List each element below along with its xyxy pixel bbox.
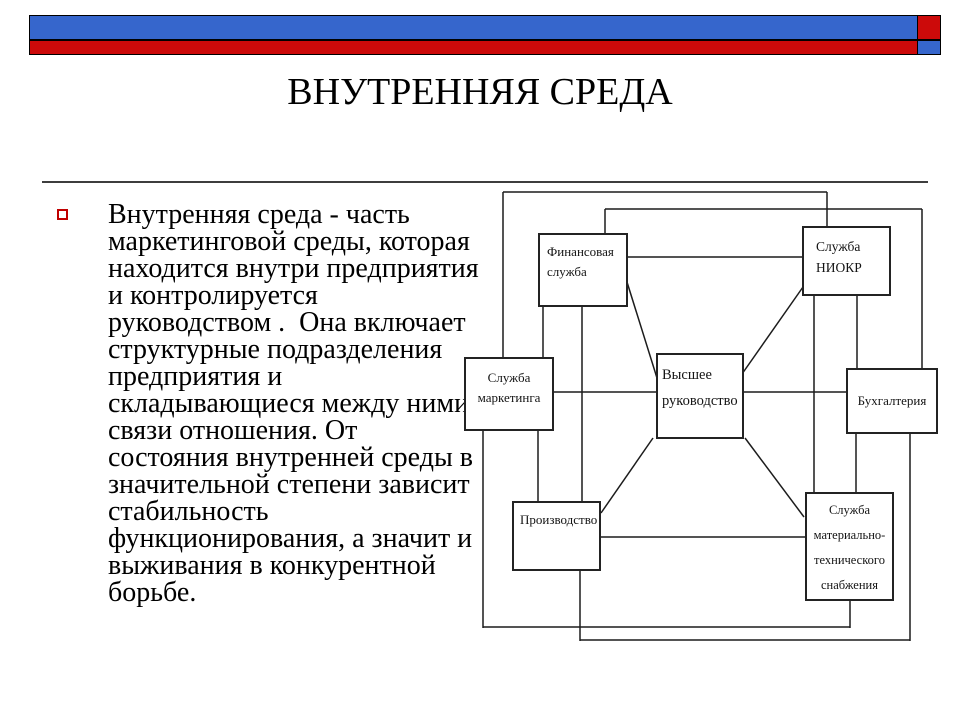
header-bar-red-cap	[917, 15, 941, 40]
diagram-box-logistics: Служба материально- технического снабжен…	[805, 492, 894, 601]
diagram-box-top-management: Высшее руководство	[656, 353, 744, 439]
bullet-text-line: состояния внутренней среды в	[108, 442, 473, 473]
bullet-text-line: связи отношения. От	[108, 415, 358, 446]
bullet-text-line: предприятия и	[108, 361, 283, 392]
bullet-text-line: Внутренняя среда - часть	[108, 199, 410, 230]
connector-line	[600, 437, 654, 514]
header-bar-blue-cap	[917, 40, 941, 55]
bullet-text-line: находится внутри предприятия	[108, 253, 479, 284]
connector-line	[741, 286, 804, 375]
bullet-text-line: и контролируется	[108, 280, 318, 311]
bullet-text-line: руководством . Она включает	[108, 307, 466, 338]
diagram-box-rnd: Служба НИОКР	[802, 226, 891, 296]
diagram-box-production: Производство	[512, 501, 601, 571]
bullet-icon	[57, 209, 68, 220]
bullet-text-line: выживания в конкурентной	[108, 550, 436, 581]
header-bar-blue	[29, 15, 918, 40]
bullet-text-line: борьбе.	[108, 577, 197, 608]
bullet-text-line: значительной степени зависит	[108, 469, 470, 500]
bullet-text-line: функционирования, а значит и	[108, 523, 473, 554]
bullet-text-line: маркетинговой среды, которая	[108, 226, 470, 257]
diagram-box-marketing: Служба маркетинга	[464, 357, 554, 431]
connector-line	[626, 281, 658, 379]
bullet-text-line: стабильность	[108, 496, 269, 527]
diagram-box-accounting: Бухгалтерия	[846, 368, 938, 434]
bullet-text-line: структурные подразделения	[108, 334, 443, 365]
connector-line	[744, 437, 805, 518]
bullet-paragraph: Внутренняя среда - часть маркетинговой с…	[108, 199, 479, 608]
page-title: ВНУТРЕННЯЯ СРЕДА	[287, 71, 673, 113]
title-separator-line	[42, 181, 928, 183]
diagram-box-finance: Финансовая служба	[538, 233, 628, 307]
bullet-text-line: складывающиеся между ними	[108, 388, 470, 419]
